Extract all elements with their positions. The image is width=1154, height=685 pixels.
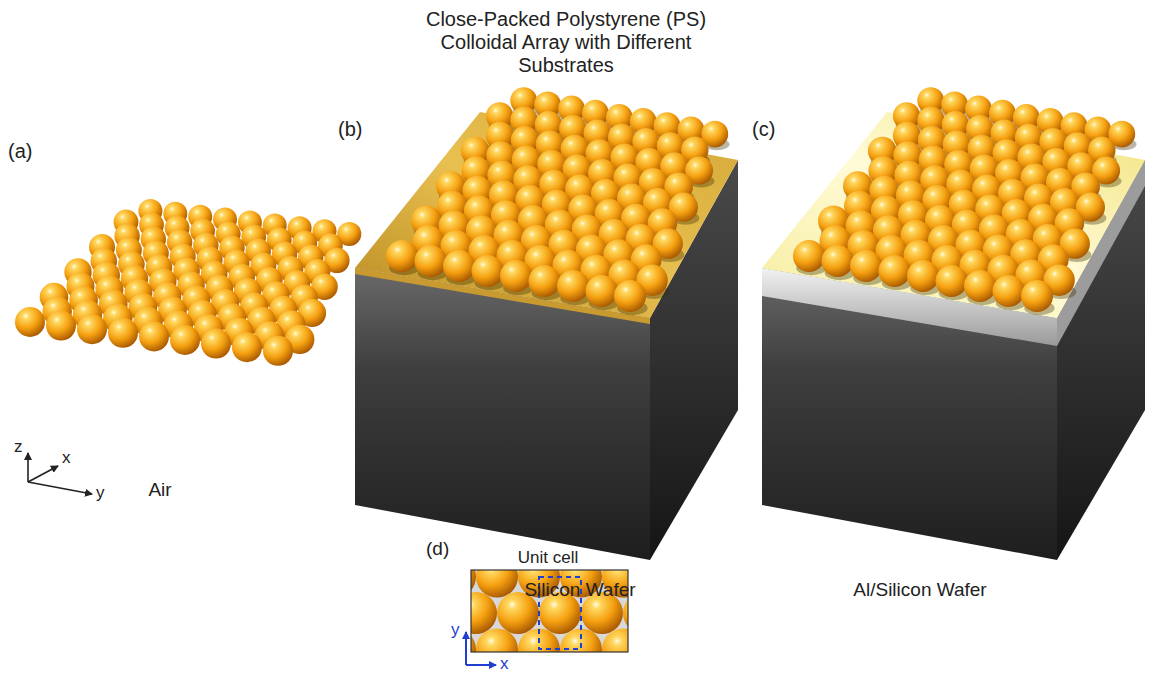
ps-sphere <box>170 325 200 355</box>
ps-sphere <box>879 255 911 287</box>
axis-label: z <box>14 437 23 457</box>
ps-sphere <box>46 311 76 341</box>
ps-sphere <box>476 628 518 652</box>
unit-cell-view <box>350 519 749 685</box>
figure-title: Close-Packed Polystyrene (PS) Colloidal … <box>401 8 731 77</box>
ps-sphere <box>471 628 476 652</box>
panel-letter: (d) <box>426 538 449 560</box>
ps-sphere <box>443 250 475 282</box>
axis-label: y <box>96 483 105 503</box>
substrate-label: Silicon Wafer <box>524 579 635 601</box>
ps-sphere <box>500 260 532 292</box>
ps-sphere <box>936 265 968 297</box>
panel-letter: (b) <box>338 118 362 141</box>
substrate-label: Air <box>148 479 171 501</box>
ps-sphere <box>614 280 646 312</box>
ps-sphere <box>529 265 561 297</box>
panel-letter: (c) <box>752 118 775 141</box>
ps-sphere <box>557 270 589 302</box>
axis-label: x <box>62 448 71 468</box>
ps-colloid-arrays <box>15 87 1137 366</box>
ps-sphere <box>232 332 262 362</box>
ps-sphere <box>793 240 825 272</box>
ps-sphere <box>471 592 497 634</box>
ps-sphere <box>386 240 418 272</box>
ps-sphere <box>108 318 138 348</box>
ps-sphere <box>850 250 882 282</box>
xyz-axes <box>28 453 92 494</box>
ps-sphere <box>993 275 1025 307</box>
ps-sphere <box>472 255 504 287</box>
ps-sphere <box>964 270 996 302</box>
panel-letter: (a) <box>8 140 32 163</box>
al-silicon-wafer <box>762 112 1145 560</box>
ps-sphere <box>586 275 618 307</box>
ps-sphere <box>15 307 45 337</box>
panel-caption: Unit cell <box>518 548 578 568</box>
ps-sphere <box>263 336 293 366</box>
axis-label: x <box>500 654 509 674</box>
ps-sphere <box>1021 280 1053 312</box>
silicon-wafer <box>355 112 738 560</box>
ps-sphere <box>77 314 107 344</box>
ps-sphere <box>139 321 169 351</box>
ps-sphere <box>201 329 231 359</box>
ps-sphere <box>602 628 628 652</box>
ps-sphere <box>907 260 939 292</box>
ps-sphere <box>415 245 447 277</box>
substrate-label: Al/Silicon Wafer <box>853 579 986 601</box>
axis-label: y <box>451 620 460 640</box>
ps-sphere <box>822 245 854 277</box>
